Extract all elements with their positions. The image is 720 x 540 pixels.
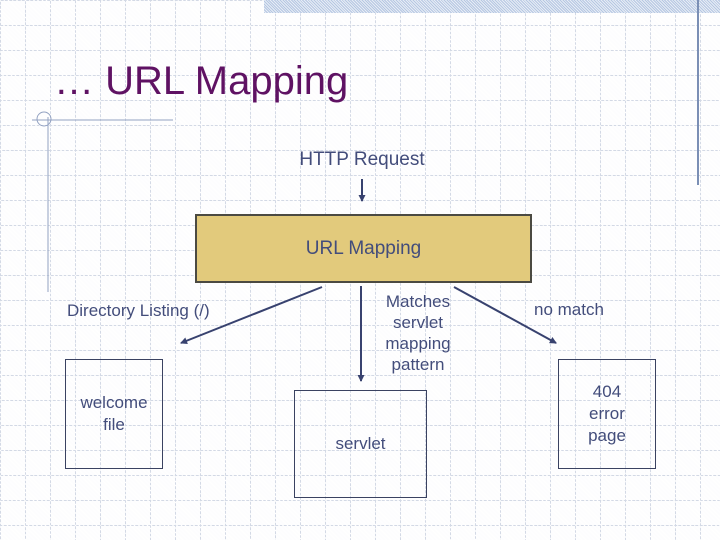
error-page-box-label: 404 error page xyxy=(588,382,626,445)
welcome-file-box: welcome file xyxy=(65,359,163,469)
accent-circle xyxy=(36,111,52,127)
page-title: … URL Mapping xyxy=(54,59,349,103)
http-request-label: HTTP Request xyxy=(299,149,425,170)
branch-matches-pattern-label: Matches servlet mapping pattern xyxy=(385,292,451,374)
top-accent-band xyxy=(264,0,720,13)
welcome-file-box-label: welcome file xyxy=(80,393,148,434)
branch-no-match-label: no match xyxy=(534,300,604,319)
error-page-box: 404 error page xyxy=(558,359,656,469)
servlet-box: servlet xyxy=(294,390,427,498)
branch-directory-listing-label: Directory Listing (/) xyxy=(67,301,210,320)
url-mapping-box: URL Mapping xyxy=(195,214,532,283)
url-mapping-box-label: URL Mapping xyxy=(305,237,422,259)
servlet-box-label: servlet xyxy=(335,434,386,453)
